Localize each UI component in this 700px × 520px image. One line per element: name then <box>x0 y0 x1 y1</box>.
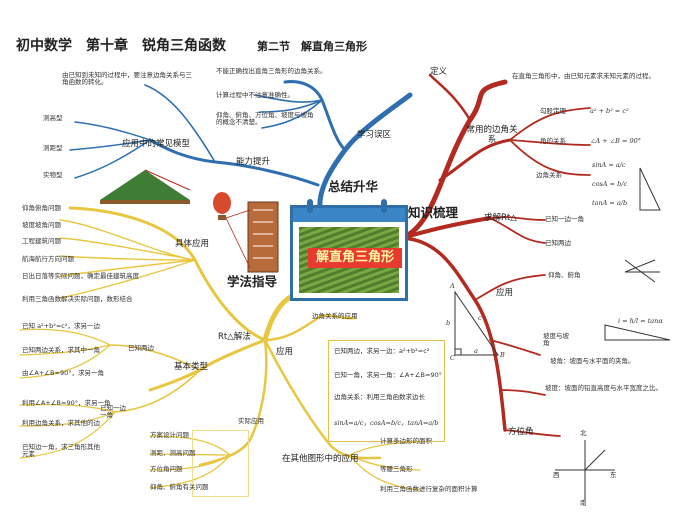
known-two-3: 由∠A+∠B=90°，求另一角 <box>22 369 104 377</box>
pythagoras-formula: a² + b² = c² <box>590 107 629 115</box>
known-two-2: 已知两边关系，求其中一角 <box>22 346 100 354</box>
bearing-east: 东 <box>610 471 617 479</box>
tri-a: a <box>474 347 478 355</box>
bearing-south: 南 <box>580 499 587 507</box>
ability-models-label: 应用中的常见模型 <box>122 139 191 149</box>
slope-label: 坡度与坡角 <box>543 332 569 348</box>
rt-label: Rt△解法 <box>218 332 251 342</box>
use-2: 已知一角，求另一角：∠A+∠B=90° <box>334 371 442 379</box>
real-box <box>192 430 249 497</box>
known-two-1: 已知 a²+b²=c²，求另一边 <box>22 322 100 330</box>
practical-6: 利用三角函数解决实际问题，数形结合 <box>22 295 133 303</box>
basic-label: 基本类型 <box>174 362 209 372</box>
elevation-label: 仰角、俯角 <box>548 271 581 279</box>
branch-ability: 能力提升 <box>236 157 271 167</box>
branch-knowledge: 知识梳理 <box>408 205 459 220</box>
relations-label: 常用的边角关系 <box>466 125 518 145</box>
bearing-west: 西 <box>553 471 560 479</box>
use-3: 边角关系：利用三角函数求边长 <box>334 393 425 401</box>
real-4: 仰角、俯角有关问题 <box>150 483 209 491</box>
known-two-label: 已知两边 <box>128 344 154 352</box>
center-title: 解直角三角形 <box>308 248 402 268</box>
use-1: 已知两边，求另一边：a²+b²=c² <box>334 347 430 355</box>
ability-intro: 由已知到未知的过程中，要注意边角关系与三角函数的转化。 <box>62 71 192 87</box>
model-3: 实物型 <box>43 171 63 179</box>
relation-box <box>328 340 445 442</box>
practical-1: 仰角俯角问题 <box>22 204 61 212</box>
use-label: 应用 <box>276 347 294 357</box>
edge-angle-known-label: 已知一边一角 <box>100 404 126 420</box>
practical-4: 航海航行方向问题 <box>22 255 74 263</box>
edge-angle-3: 已知边一角，求三角形其他元素 <box>22 443 100 459</box>
misconception-1: 不能正确找出直角三角形的边角关系。 <box>216 67 327 75</box>
slope-note: 坡角：坡面与水平面的夹角。 <box>550 357 635 365</box>
def-label: 定义 <box>430 67 448 77</box>
other-3: 利用三角函数进行复杂的面积计算 <box>380 485 478 493</box>
tri-B: B <box>500 351 505 359</box>
tri-c: c <box>478 314 482 322</box>
use-4: sinA=a/c，cosA=b/c，tanA=a/b <box>334 419 439 427</box>
angle-formula: ∠A + ∠B = 90° <box>590 137 642 145</box>
solve-item-2: 已知两边 <box>545 239 571 247</box>
real-2: 测距、测高问题 <box>150 449 196 457</box>
application-label: 应用 <box>496 288 514 298</box>
real-1: 方案设计问题 <box>150 431 189 439</box>
slope-formula: i = h/l = tanα <box>618 317 663 325</box>
other-label: 在其他图形中的应用 <box>282 454 359 464</box>
branch-misconception: 学习误区 <box>357 130 392 140</box>
practical-5: 日出日落等实际问题，确定最佳建筑高度 <box>22 272 139 280</box>
angle-label: 角的关系 <box>540 137 566 145</box>
misconception-3: 仰角、俯角、方位角、坡度与坡角的概念不清楚。 <box>216 111 314 127</box>
solve-item-1: 已知一边一角 <box>545 215 584 223</box>
tri-b: b <box>446 319 451 327</box>
real-label: 实际应用 <box>238 417 264 425</box>
pythagoras-label: 勾股定理 <box>540 107 566 115</box>
edge-angle-2: 利用边角关系，求其他的边 <box>22 419 100 427</box>
practical-3: 工程建筑问题 <box>22 237 61 245</box>
tan-formula: tanA = a/b <box>592 199 628 207</box>
use-subtitle: 边角关系的应用 <box>312 312 358 320</box>
practical-label: 具体应用 <box>175 239 210 249</box>
page-title: 初中数学 第十章 锐角三角函数 <box>16 38 226 54</box>
other-1: 计算多边形的面积 <box>380 437 432 445</box>
practical-2: 坡度坡角问题 <box>22 221 61 229</box>
bearing-label: 方位角 <box>508 427 534 437</box>
sin-formula: sinA = a/c <box>592 161 626 169</box>
solve-label: 求解Rt△ <box>484 213 517 223</box>
bearing-north: 北 <box>580 429 587 437</box>
edge-angle-1: 利用∠A+∠B=90°，求另一角 <box>22 399 111 407</box>
section-title: 第二节 解直角三角形 <box>257 40 367 53</box>
misconception-2: 计算过程中不注意准确性。 <box>216 91 294 99</box>
tri-C: C <box>450 354 455 362</box>
grade-note: 坡度：坡面的铅直高度与水平宽度之比。 <box>545 384 662 392</box>
tri-A: A <box>450 282 455 290</box>
branch-summary: 总结升华 <box>328 179 379 194</box>
model-1: 测高型 <box>43 114 63 122</box>
def-text: 在直角三角形中，由已知元素求未知元素的过程。 <box>512 72 655 80</box>
edge-angle-label: 边角关系 <box>536 171 562 179</box>
other-2: 等腰三角形 <box>380 465 413 473</box>
real-3: 方位角问题 <box>150 465 183 473</box>
branch-method: 学法指导 <box>227 274 278 289</box>
model-2: 测距型 <box>43 144 63 152</box>
cos-formula: cosA = b/c <box>592 180 628 188</box>
